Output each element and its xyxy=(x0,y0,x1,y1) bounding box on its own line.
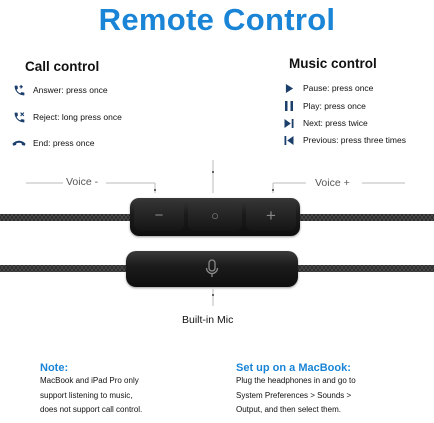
note-line: support listening to music, xyxy=(40,390,133,400)
note-line: MacBook and iPad Pro only xyxy=(40,376,139,385)
music-item-label: Previous: press three times xyxy=(303,135,406,145)
macbook-line: Plug the headphones in and go to xyxy=(236,376,356,385)
note-heading: Note: xyxy=(40,362,69,374)
volume-down-button[interactable]: − xyxy=(134,201,184,231)
macbook-heading: Set up on a MacBook: xyxy=(236,362,351,374)
play-triangle-icon xyxy=(282,82,296,94)
macbook-text: Plug the headphones in and go to System … xyxy=(236,374,356,418)
previous-track-icon xyxy=(282,134,296,146)
pause-bars-icon xyxy=(282,100,296,112)
call-item-label: Answer: press once xyxy=(33,85,108,95)
built-in-mic-label: Built-in Mic xyxy=(182,314,234,326)
call-item-reject: Reject: long press once xyxy=(12,111,122,123)
page-title: Remote Control xyxy=(98,2,336,37)
music-control-heading: Music control xyxy=(289,56,377,71)
call-item-label: Reject: long press once xyxy=(33,112,122,122)
music-item-play: Play: press once xyxy=(282,100,366,112)
music-item-pause: Pause: press once xyxy=(282,82,373,94)
mic-housing xyxy=(126,251,298,287)
remote-control-body: − ○ + xyxy=(130,198,300,236)
note-text: MacBook and iPad Pro only support listen… xyxy=(40,374,142,418)
microphone-icon xyxy=(204,259,220,284)
note-line: does not support call control. xyxy=(40,405,143,414)
music-item-next: Next: press twice xyxy=(282,117,368,129)
music-item-label: Next: press twice xyxy=(303,118,368,128)
voice-up-label: Voice + xyxy=(315,177,350,189)
macbook-line: System Preferences > Sounds > xyxy=(236,390,352,400)
music-item-previous: Previous: press three times xyxy=(282,134,406,146)
call-item-answer: Answer: press once xyxy=(12,84,108,96)
phone-answer-icon xyxy=(12,84,26,96)
music-item-label: Play: press once xyxy=(303,101,366,111)
phone-reject-icon xyxy=(12,111,26,123)
call-control-heading: Call control xyxy=(25,59,100,74)
next-track-icon xyxy=(282,117,296,129)
macbook-line: Output, and then select them. xyxy=(236,405,341,414)
call-item-label: End: press once xyxy=(33,138,95,148)
volume-up-button[interactable]: + xyxy=(246,201,296,231)
voice-down-label: Voice - xyxy=(66,176,99,188)
center-button[interactable]: ○ xyxy=(188,201,242,231)
music-item-label: Pause: press once xyxy=(303,83,374,93)
call-item-end: End: press once xyxy=(12,137,94,149)
phone-end-icon xyxy=(12,137,26,149)
